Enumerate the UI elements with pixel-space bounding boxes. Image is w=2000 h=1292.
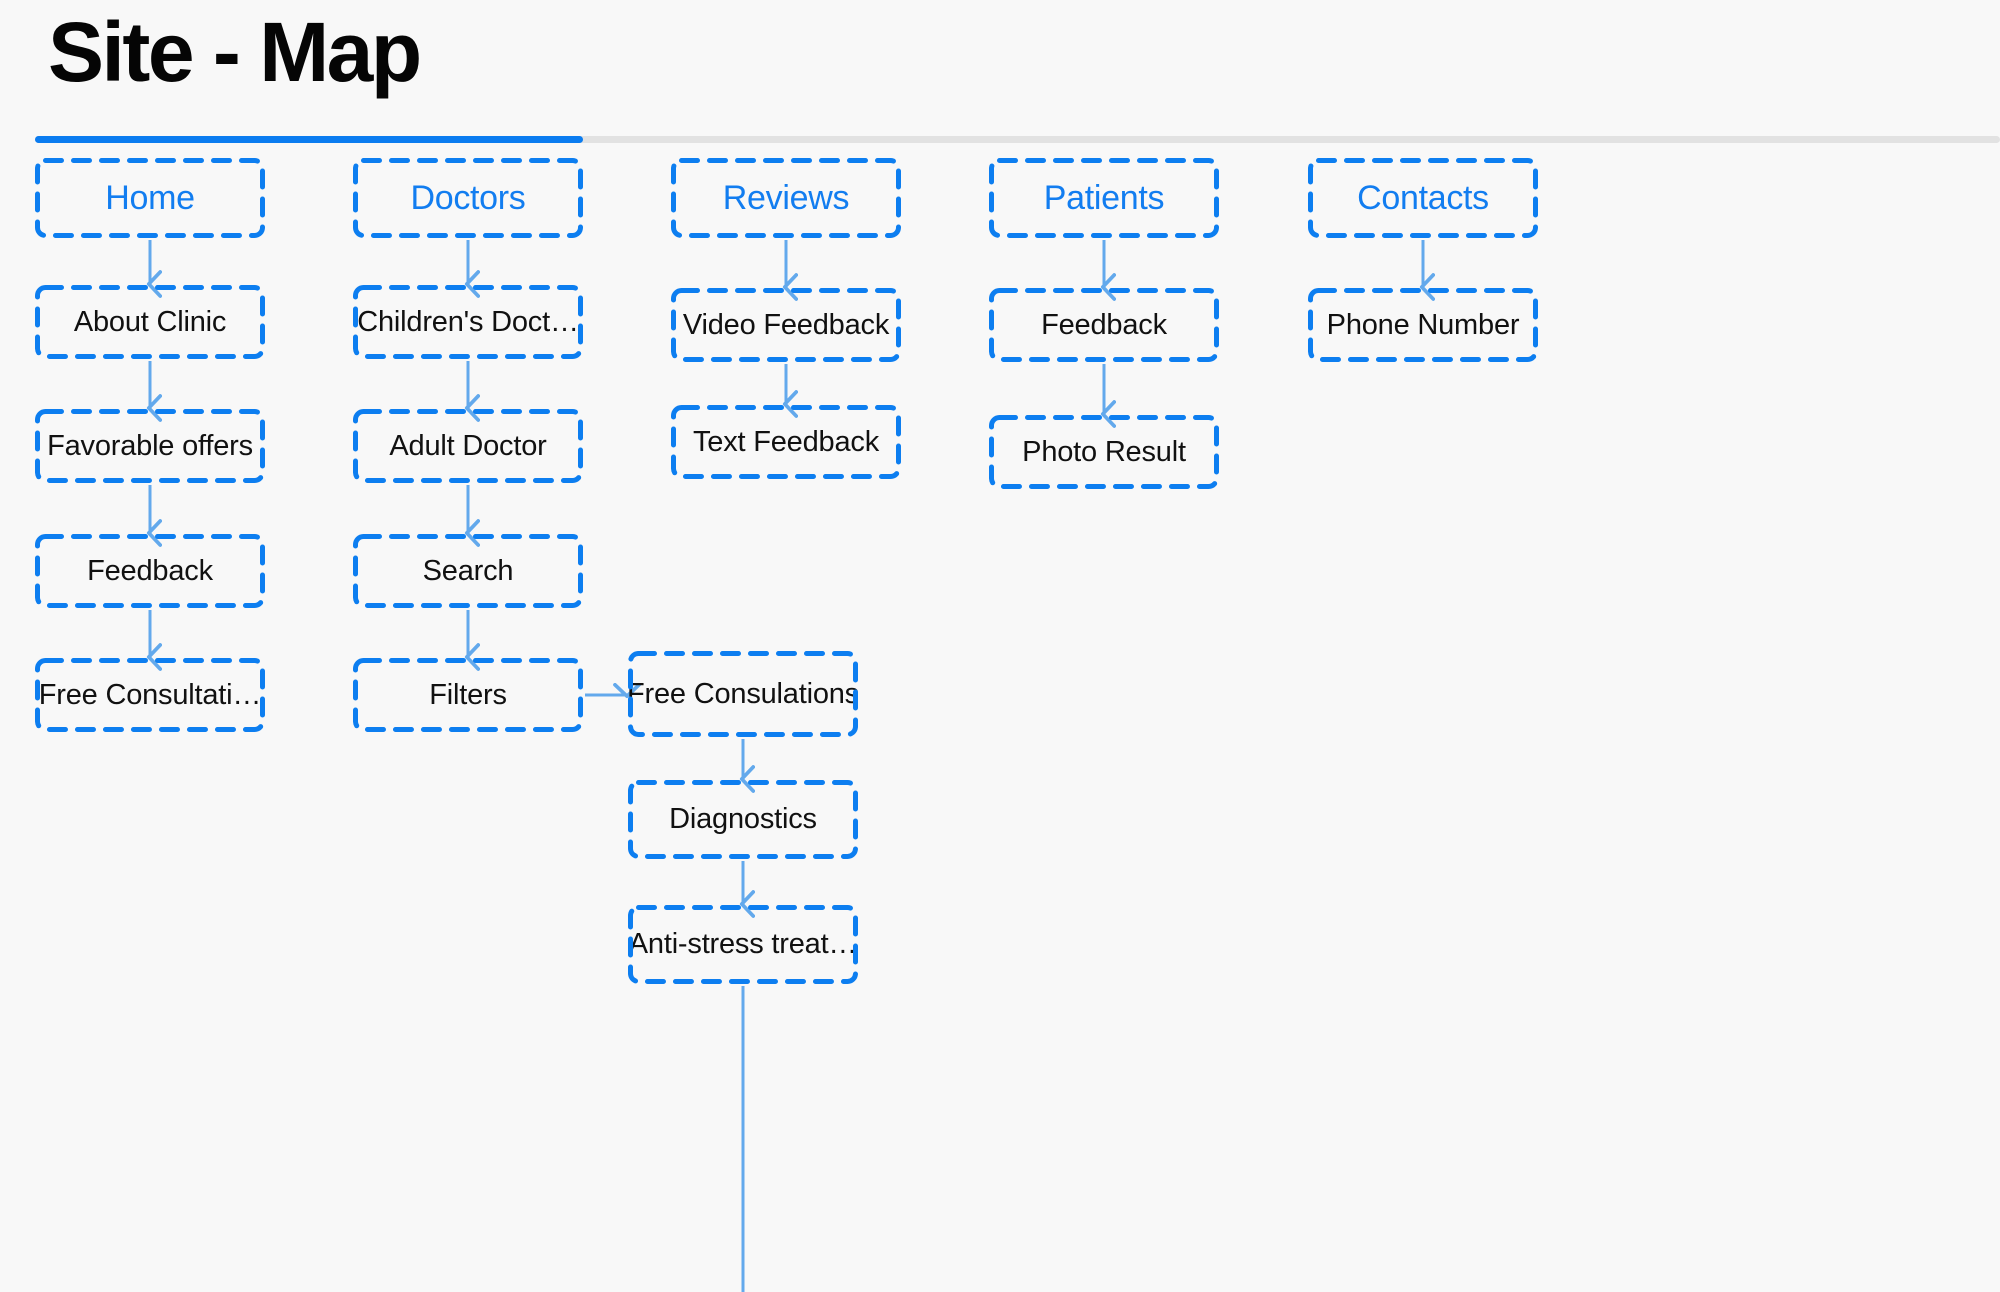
node-label: Contacts [1357, 179, 1489, 217]
title-divider-accent [35, 136, 583, 143]
sitemap-node-photo-result[interactable]: Photo Result [989, 415, 1219, 489]
sitemap-node-free-consult[interactable]: Free Consultati… [35, 658, 265, 732]
sitemap-node-adult-doctor[interactable]: Adult Doctor [353, 409, 583, 483]
sitemap-node-video-feedback[interactable]: Video Feedback [671, 288, 901, 362]
sitemap-node-search[interactable]: Search [353, 534, 583, 608]
sitemap-node-feedback-1[interactable]: Feedback [35, 534, 265, 608]
sitemap-node-patients[interactable]: Patients [989, 158, 1219, 238]
page-header: Site - Map [0, 0, 2000, 150]
node-label: Feedback [87, 554, 213, 587]
node-label: Photo Result [1022, 435, 1186, 468]
node-label: Filters [429, 678, 507, 711]
sitemap-node-childrens-doc[interactable]: Children's Doct… [353, 285, 583, 359]
node-label: About Clinic [73, 305, 227, 338]
node-label: Feedback [1041, 308, 1167, 341]
node-label: Diagnostics [669, 803, 817, 835]
sitemap-node-phone-number[interactable]: Phone Number [1308, 288, 1538, 362]
node-label: Doctors [410, 179, 526, 217]
sitemap-node-free-consul[interactable]: Free Consulations [628, 651, 858, 737]
sitemap-node-filters[interactable]: Filters [353, 658, 583, 732]
page-title: Site - Map [48, 5, 422, 99]
sitemap-node-about-clinic[interactable]: About Clinic [35, 285, 265, 359]
node-label: Anti-stress treat… [628, 928, 858, 960]
sitemap-node-text-feedback[interactable]: Text Feedback [671, 405, 901, 479]
node-label: Text Feedback [693, 425, 879, 458]
node-label: Search [422, 554, 514, 587]
sitemap-node-favorable[interactable]: Favorable offers [35, 409, 265, 483]
node-label: Favorable offers [47, 429, 253, 462]
sitemap-node-diagnostics[interactable]: Diagnostics [628, 780, 858, 859]
sitemap-node-home[interactable]: Home [35, 158, 265, 238]
node-label: Children's Doct… [357, 305, 579, 338]
node-label: Video Feedback [682, 308, 890, 341]
title-divider [35, 136, 2000, 143]
node-label: Reviews [722, 179, 850, 217]
node-label: Phone Number [1326, 308, 1520, 341]
sitemap-node-feedback-2[interactable]: Feedback [989, 288, 1219, 362]
sitemap-node-anti-stress[interactable]: Anti-stress treat… [628, 905, 858, 984]
sitemap-node-reviews[interactable]: Reviews [671, 158, 901, 238]
node-label: Free Consultati… [38, 678, 262, 711]
node-label: Adult Doctor [389, 429, 547, 462]
sitemap-node-contacts[interactable]: Contacts [1308, 158, 1538, 238]
sitemap-node-doctors[interactable]: Doctors [353, 158, 583, 238]
node-label: Home [105, 179, 195, 217]
node-label: Free Consulations [628, 677, 858, 710]
node-label: Patients [1043, 179, 1165, 217]
